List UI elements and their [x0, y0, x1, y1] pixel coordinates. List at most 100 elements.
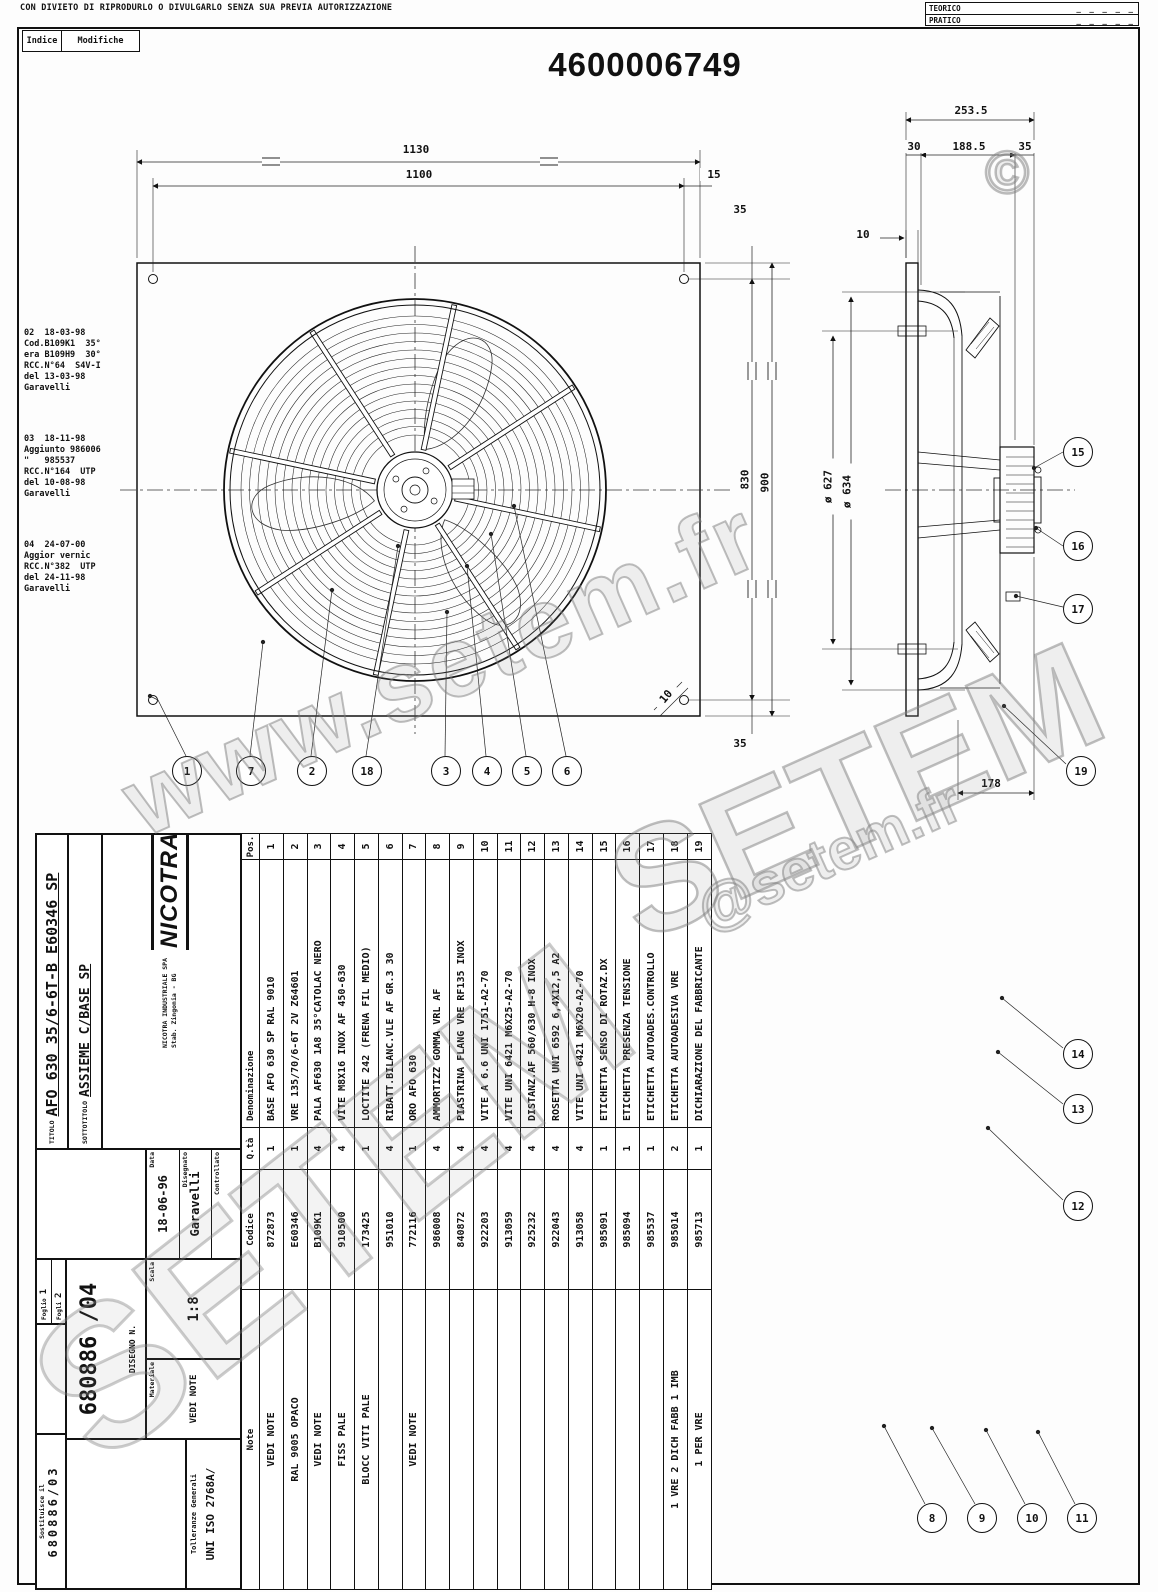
bom-cell-pos: 13 [545, 834, 569, 859]
bom-cell-qty: 1 [260, 1127, 284, 1169]
bom-cell-note: 1 VRE 2 DICH FABB 1 IMB [664, 1289, 688, 1589]
sostituisce-label: Sostituisce il [38, 1484, 46, 1539]
sostituisce-value: 680886/03 [46, 1465, 60, 1558]
sottotitolo-value: ASSIEME C/BASE SP [77, 963, 93, 1097]
bom-cell-den: PALA AF630 1A8 35°CATOLAC NERO [307, 859, 332, 1127]
bom-cell-qty: 1 [355, 1127, 379, 1169]
bom-cell-qty: 1 [402, 1127, 427, 1169]
revision-entry: 02 18-03-98 Cod.B109K1 35° era B109H9 30… [24, 328, 101, 393]
bom-header-note: Note [242, 1289, 259, 1589]
bom-cell-code: B109K1 [307, 1169, 332, 1289]
bom-cell-code: 985014 [664, 1169, 688, 1289]
bom-cell-note [450, 1289, 474, 1589]
balloon-17: 17 [1063, 594, 1093, 624]
nicotra-logo: NICOTRA [151, 834, 189, 950]
dim-1130: 1130 [385, 143, 447, 156]
bom-cell-note [568, 1289, 593, 1589]
bom-cell-qty: 4 [473, 1127, 498, 1169]
bom-cell-note [592, 1289, 617, 1589]
bom-cell-pos: 7 [402, 834, 427, 859]
bom-cell-code: 985091 [592, 1169, 617, 1289]
bom-cell-note [378, 1289, 403, 1589]
bom-cell-note [616, 1289, 641, 1589]
fogli-value: 2 [54, 1292, 64, 1298]
balloon-9: 9 [967, 1503, 997, 1533]
data-value: 18-06-96 [155, 1175, 170, 1233]
bom-cell-note: VEDI NOTE [402, 1289, 427, 1589]
bom-cell-pos: 12 [521, 834, 546, 859]
tolleranze-cell: Tolleranze Generali UNI ISO 2768A/ [186, 1439, 241, 1589]
bom-cell-note [497, 1289, 522, 1589]
bom-cell-qty: 4 [378, 1127, 403, 1169]
bom-cell-code: 173425 [355, 1169, 379, 1289]
bom-cell-den: RIBATT.BILANC.VLE AF GR.3 30 [378, 859, 403, 1127]
balloon-12: 12 [1063, 1191, 1093, 1221]
balloon-leaders [147, 451, 1076, 1505]
dim-35-side: 35 [1010, 140, 1040, 153]
indice-label: Indice [23, 31, 62, 51]
bom-header-denominazione: Denominazione [242, 859, 259, 1127]
bom-cell-code: 913058 [568, 1169, 593, 1289]
bom-cell-code: 913059 [497, 1169, 522, 1289]
tolleranze-value: UNI ISO 2768A/ [204, 1467, 217, 1561]
fogli-label: Fogli [55, 1301, 63, 1320]
dim-dia-634: ø 634 [840, 463, 854, 520]
bom-cell-den: VITE M8X16 INOX AF 450-630 [331, 859, 356, 1127]
scala-cell: Scala 1:8 [146, 1259, 241, 1359]
company-name-lines: NICOTRA INDUSTRIALE SPA Stab. Zingonia -… [161, 953, 179, 1048]
scala-label: Scala [148, 1262, 156, 1282]
company-cell: NICOTRA INDUSTRIALE SPA Stab. Zingonia -… [102, 834, 241, 1149]
teorico-row: TEORICO _ _ _ _ _ [926, 3, 1138, 15]
dim-10-plate: 10 [850, 228, 876, 241]
dim-1100: 1100 [390, 168, 448, 181]
drawing-number-title: 4600006749 [548, 46, 742, 83]
bom-cell-den: VITE UNI 6421 M6X25-A2-70 [497, 859, 522, 1127]
bom-cell-note [521, 1289, 546, 1589]
balloon-15: 15 [1063, 437, 1093, 467]
balloon-11: 11 [1067, 1503, 1097, 1533]
bom-cell-qty: 4 [450, 1127, 474, 1169]
titolo-label: TITOLO [48, 1120, 56, 1144]
bom-cell-qty: 1 [616, 1127, 641, 1169]
disegno-label: DISEGNO N. [128, 1324, 137, 1374]
balloon-3: 3 [431, 756, 461, 786]
pratico-row: PRATICO _ _ _ _ _ [926, 15, 1138, 26]
disegno-value: 680886 /04 [77, 1282, 102, 1416]
side-view [885, 262, 1075, 717]
revision-notes: 02 18-03-98 Cod.B109K1 35° era B109H9 30… [24, 328, 136, 635]
front-view-dimensions [136, 150, 790, 734]
balloon-1: 1 [172, 756, 202, 786]
bom-cell-note: VEDI NOTE [307, 1289, 332, 1589]
bom-cell-pos: 1 [260, 834, 284, 859]
bom-cell-den: ETICHETTA AUTOADES.CONTROLLO [640, 859, 665, 1127]
titolo-cell: TITOLO AFO 630 35/6-6T-B E60346 SP [36, 834, 68, 1149]
bom-cell-den: ETICHETTA AUTOADESIVA VRE [664, 859, 688, 1127]
bom-cell-den: PIASTRINA FLANG VRE RF135 INOX [450, 859, 474, 1127]
bom-cell-note [426, 1289, 451, 1589]
bom-cell-den: ROSETTA UNI 6592 6,4X12,5 A2 [545, 859, 569, 1127]
dim-35-top: 35 [727, 203, 753, 216]
balloon-10: 10 [1017, 1503, 1047, 1533]
disegnato-label: Disegnato [180, 1152, 189, 1188]
foglio-value: 1 [39, 1288, 49, 1295]
materiale-cell: Materiale VEDI NOTE [146, 1359, 241, 1439]
bom-cell-note: BLOCC VITI PALE [355, 1289, 379, 1589]
bom-cell-qty: 4 [331, 1127, 356, 1169]
bom-cell-note: VEDI NOTE [260, 1289, 284, 1589]
balloon-6: 6 [552, 756, 582, 786]
bom-cell-den: ORO AFO 630 [402, 859, 427, 1127]
bom-cell-qty: 4 [521, 1127, 546, 1169]
bom-cell-pos: 5 [355, 834, 379, 859]
data-label: Data [148, 1152, 156, 1168]
data-row: Data 18-06-96 [147, 1150, 180, 1258]
bom-cell-pos: 8 [426, 834, 451, 859]
